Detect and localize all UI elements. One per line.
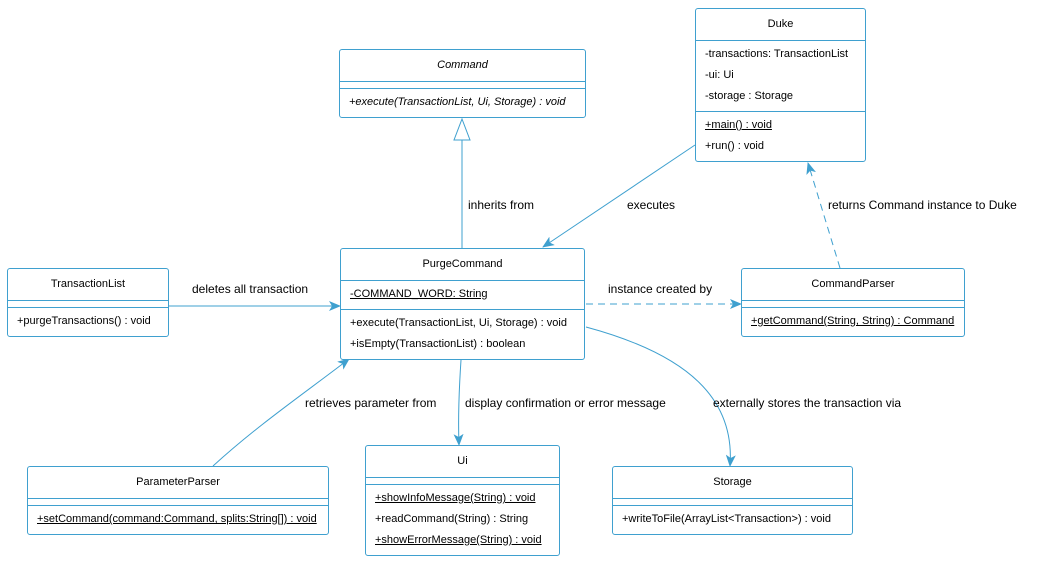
class-name: Command	[437, 59, 488, 71]
methods-compartment: +execute(TransactionList, Ui, Storage) :…	[341, 309, 584, 359]
class-name: ParameterParser	[136, 476, 220, 488]
display-line	[453, 359, 464, 446]
executes-label: executes	[627, 198, 676, 212]
command-class: Command +execute(TransactionList, Ui, Sto…	[339, 49, 586, 118]
executes-line	[542, 144, 696, 248]
attributes-compartment: -transactions: TransactionList -ui: Ui -st…	[696, 40, 865, 111]
class-name: Ui	[457, 455, 468, 467]
class-name: PurgeCommand	[422, 258, 503, 270]
ui-class: Ui +showInfoMessage(String) : void +readCo…	[365, 445, 560, 556]
attribute-row: -storage : Storage	[705, 90, 794, 102]
returns-label: returns Command instance to Duke	[828, 198, 1017, 212]
attributes-compartment	[742, 300, 964, 307]
command-parser-class: CommandParser +getCommand(String, String)…	[741, 268, 965, 337]
created-by-label: instance created by	[608, 282, 713, 296]
parameter-parser-class: ParameterParser +setCommand(command:Comma…	[27, 466, 329, 535]
attributes-compartment: -COMMAND_WORD: String	[341, 280, 584, 309]
class-name: Duke	[767, 18, 794, 30]
display-label: display confirmation or error message	[465, 396, 666, 410]
methods-compartment: +purgeTransactions() : void	[8, 307, 168, 336]
methods-compartment: +showInfoMessage(String) : void +readComm…	[366, 484, 559, 555]
attribute-row: -transactions: TransactionList	[705, 48, 849, 60]
storage-class: Storage +writeToFile(ArrayList<Transactio…	[612, 466, 853, 535]
method-row: +execute(TransactionList, Ui, Storage) :…	[350, 317, 567, 329]
method-row: +readCommand(String) : String	[375, 513, 529, 525]
method-row: +writeToFile(ArrayList<Transaction>) : v…	[622, 513, 831, 525]
method-row: +run() : void	[705, 140, 764, 152]
attribute-row: -COMMAND_WORD: String	[350, 288, 488, 300]
stores-label: externally stores the transaction via	[713, 396, 902, 410]
method-row: +setCommand(command:Command, splits:Stri…	[37, 513, 317, 525]
methods-compartment: +writeToFile(ArrayList<Transaction>) : v…	[613, 505, 852, 534]
deletes-label: deletes all transaction	[192, 282, 309, 296]
stores-line	[585, 326, 736, 467]
purge-command-class: PurgeCommand -COMMAND_WORD: String +execut…	[340, 248, 585, 360]
method-row: +showInfoMessage(String) : void	[375, 492, 536, 504]
returns-line	[806, 162, 841, 269]
attribute-row: -ui: Ui	[705, 69, 734, 81]
method-row: +execute(TransactionList, Ui, Storage) :…	[349, 96, 566, 108]
attributes-compartment	[28, 498, 328, 505]
class-name: CommandParser	[811, 278, 895, 290]
inherits-arrowhead	[453, 117, 471, 141]
transaction-list-class: TransactionList +purgeTransactions() : vo…	[7, 268, 169, 337]
class-name: TransactionList	[50, 278, 126, 290]
attributes-compartment	[366, 477, 559, 484]
method-row: +showErrorMessage(String) : void	[375, 534, 542, 546]
methods-compartment: +execute(TransactionList, Ui, Storage) :…	[340, 88, 585, 117]
methods-compartment: +main() : void +run() : void	[696, 111, 865, 161]
attributes-compartment	[340, 81, 585, 88]
retrieves-label: retrieves parameter from	[305, 396, 437, 410]
method-row: +getCommand(String, String) : Command	[751, 315, 955, 327]
attributes-compartment	[8, 300, 168, 307]
methods-compartment: +setCommand(command:Command, splits:Stri…	[28, 505, 328, 534]
method-row: +isEmpty(TransactionList) : boolean	[350, 338, 526, 350]
retrieves-line	[212, 358, 350, 467]
attributes-compartment	[613, 498, 852, 505]
method-row: +main() : void	[705, 119, 772, 131]
methods-compartment: +getCommand(String, String) : Command	[742, 307, 964, 336]
inherits-label: inherits from	[468, 198, 535, 212]
class-name: Storage	[713, 476, 752, 488]
duke-class: Duke -transactions: TransactionList -ui: U…	[695, 8, 866, 162]
method-row: +purgeTransactions() : void	[17, 315, 151, 327]
